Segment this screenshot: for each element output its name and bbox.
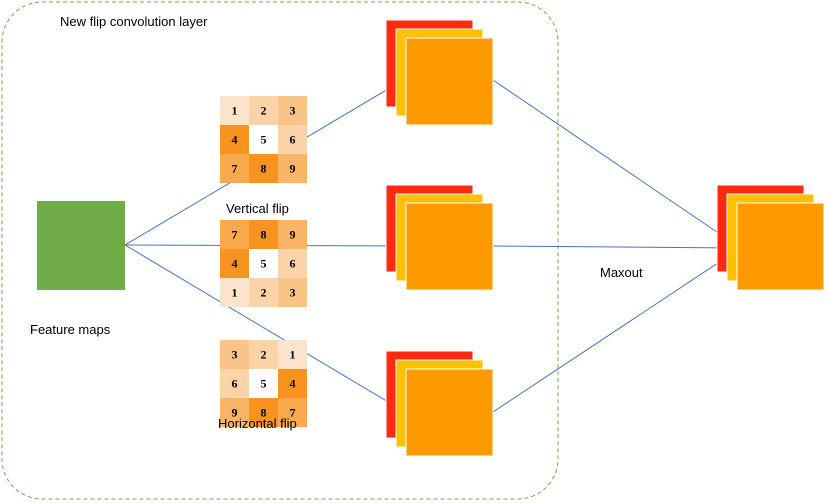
maxout-label: Maxout: [600, 265, 643, 280]
layer-boundary: [1, 1, 559, 500]
kernel-cell: [278, 220, 307, 249]
kernel-cell-value: 7: [232, 228, 238, 242]
horizontal-flip-label: Horizontal flip: [218, 416, 297, 431]
arrow-middle-to-output: [492, 244, 737, 252]
kernel-cell: [249, 369, 278, 398]
stack-bottom-front-layer: [405, 368, 494, 457]
kernel-cell: [220, 220, 249, 249]
feature-maps-label: Feature maps: [30, 322, 111, 337]
kernel-cell: [220, 125, 249, 154]
stack-output: [716, 184, 825, 291]
kernel-cell: [249, 220, 278, 249]
kernel-cell-value: 3: [290, 104, 296, 118]
kernel-cell: [278, 125, 307, 154]
kernel-cell: [220, 154, 249, 183]
kernel-grid-horizontal-flip: 3 2 1 6 5 4 9 8 7: [220, 340, 307, 427]
arrow-bottom-to-output: [492, 250, 737, 413]
kernel-cell: [220, 96, 249, 125]
kernel-cell: [220, 369, 249, 398]
kernel-cell: [249, 340, 278, 369]
layer-title: New flip convolution layer: [60, 14, 208, 29]
kernel-cell-value: 2: [261, 286, 267, 300]
kernel-cell: [249, 249, 278, 278]
kernel-cell: [278, 278, 307, 307]
kernel-cell-value: 8: [261, 162, 267, 176]
kernel-grid-original: 1 2 3 4 5 6 7 8 9: [220, 96, 307, 183]
kernel-cell-value: 3: [290, 286, 296, 300]
kernel-cell: [249, 96, 278, 125]
kernel-cell: [249, 154, 278, 183]
kernel-cell: [220, 340, 249, 369]
stack-top-front-layer: [405, 37, 494, 126]
kernel-cell: [249, 125, 278, 154]
kernel-cell-value: 7: [290, 406, 296, 420]
kernel-cell: [249, 278, 278, 307]
kernel-cell-value: 4: [232, 133, 238, 147]
kernel-cell-value: 5: [261, 377, 267, 391]
kernel-cell: [220, 278, 249, 307]
kernel-cell-value: 8: [261, 406, 267, 420]
stack-output-front-layer: [736, 202, 825, 291]
kernel-cell-value: 6: [232, 377, 238, 391]
feature-map-square: [37, 201, 125, 290]
kernel-cell-value: 8: [261, 228, 267, 242]
kernel-cell-value: 1: [232, 104, 238, 118]
kernel-cell-value: 2: [261, 348, 267, 362]
kernel-cell-value: 2: [261, 104, 267, 118]
kernel-cell-value: 6: [290, 133, 296, 147]
kernel-cell-value: 9: [290, 228, 296, 242]
stack-middle-front-layer: [405, 202, 494, 291]
arrow-to-bottom-stack: [124, 244, 406, 413]
kernel-cell-value: 7: [232, 162, 238, 176]
vertical-flip-label: Vertical flip: [226, 201, 289, 216]
stack-top: [385, 19, 494, 126]
stack-middle: [385, 184, 494, 291]
kernel-cell: [278, 96, 307, 125]
kernel-cell-value: 4: [290, 377, 296, 391]
kernel-cell-value: 4: [232, 257, 238, 271]
arrow-top-to-output: [492, 79, 737, 246]
kernel-cell-value: 9: [290, 162, 296, 176]
kernel-cell-value: 1: [290, 348, 296, 362]
kernel-cell: [249, 398, 278, 427]
kernel-cell-value: 9: [232, 406, 238, 420]
kernel-cell: [278, 398, 307, 427]
kernel-cell-value: 5: [261, 257, 267, 271]
kernel-cell: [220, 398, 249, 427]
kernel-cell: [278, 369, 307, 398]
kernel-cell: [278, 154, 307, 183]
stack-bottom: [385, 350, 494, 457]
kernel-grid-vertical-flip: 7 8 9 4 5 6 1 2 3: [220, 220, 307, 307]
kernel-cell-value: 3: [232, 348, 238, 362]
kernel-cell: [220, 249, 249, 278]
kernel-cell-value: 5: [261, 133, 267, 147]
kernel-cell: [278, 340, 307, 369]
kernel-cell-value: 6: [290, 257, 296, 271]
kernel-cell-value: 1: [232, 286, 238, 300]
kernel-cell: [278, 249, 307, 278]
